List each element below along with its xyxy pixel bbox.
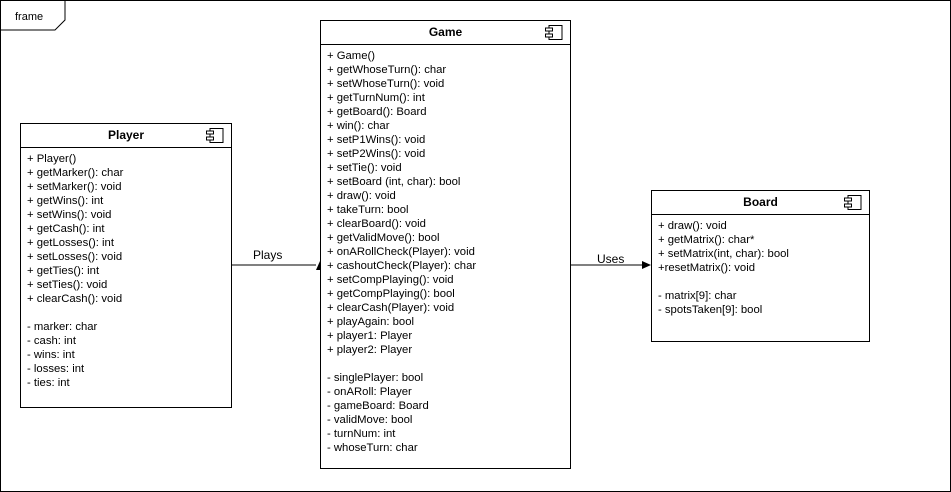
component-icon xyxy=(844,195,862,210)
method-row: + getTurnNum(): int xyxy=(327,92,425,104)
player-class-body: + Player() + getMarker(): char + setMarker… xyxy=(21,148,231,390)
board-class[interactable]: Board + draw(): void + getMatrix(): char*… xyxy=(651,190,870,342)
frame-tab xyxy=(1,1,66,31)
plays-label: Plays xyxy=(253,248,283,262)
player-class-name: Player xyxy=(107,128,145,142)
method-row: + clearCash(): void xyxy=(27,293,123,305)
method-row: + getLosses(): int xyxy=(27,237,114,249)
method-row: + setBoard (int, char): bool xyxy=(327,176,461,188)
attribute-row: - cash: int xyxy=(27,335,76,347)
method-row: + Game() xyxy=(327,50,376,62)
uses-label: Uses xyxy=(597,252,625,266)
frame-label: frame xyxy=(15,11,44,23)
attribute-row: - spotsTaken[9]: bool xyxy=(658,304,763,316)
method-row: + onARollCheck(Player): void xyxy=(327,246,475,258)
method-row: + draw(): void xyxy=(327,190,396,202)
attribute-row: - gameBoard: Board xyxy=(327,400,429,412)
method-row: + getBoard(): Board xyxy=(327,106,427,118)
game-class-header: Game xyxy=(321,21,570,45)
board-class-header: Board xyxy=(652,191,869,215)
method-row: + setTies(): void xyxy=(27,279,108,291)
game-attributes: - singlePlayer: bool - onARoll: Player - g… xyxy=(327,371,564,455)
method-row: + setWins(): void xyxy=(27,209,112,221)
attribute-row: - onARoll: Player xyxy=(327,386,412,398)
attribute-row: - validMove: bool xyxy=(327,414,413,426)
player-class[interactable]: Player + Player() + getMarker(): char + se… xyxy=(20,123,232,408)
method-row: + getMatrix(): char* xyxy=(658,234,755,246)
game-methods: + Game() + getWhoseTurn(): char + setWhose… xyxy=(327,49,564,357)
method-row: + setCompPlaying(): void xyxy=(327,274,454,286)
method-row: + setWhoseTurn(): void xyxy=(327,78,445,90)
method-row: + getWhoseTurn(): char xyxy=(327,64,447,76)
board-methods: + draw(): void + getMatrix(): char* + setM… xyxy=(658,219,863,275)
attribute-row: - matrix[9]: char xyxy=(658,290,737,302)
attribute-row: - marker: char xyxy=(27,321,98,333)
method-row: + getMarker(): char xyxy=(27,167,124,179)
method-row: + getTies(): int xyxy=(27,265,100,277)
game-class-body: + Game() + getWhoseTurn(): char + setWhose… xyxy=(321,45,570,455)
method-row: + setMatrix(int, char): bool xyxy=(658,248,789,260)
method-row: + setMarker(): void xyxy=(27,181,122,193)
method-row: + Player() xyxy=(27,153,77,165)
method-row: + getCash(): int xyxy=(27,223,105,235)
method-row: + player2: Player xyxy=(327,344,413,356)
attribute-row: - singlePlayer: bool xyxy=(327,372,424,384)
uses-arrowhead xyxy=(642,261,651,269)
board-attributes: - matrix[9]: char - spotsTaken[9]: bool xyxy=(658,289,863,317)
method-row: + setP1Wins(): void xyxy=(327,134,426,146)
method-row: + draw(): void xyxy=(658,220,727,232)
method-row: +resetMatrix(): void xyxy=(658,262,755,274)
method-row: + win(): char xyxy=(327,120,390,132)
game-class[interactable]: Game + Game() + getWhoseTurn(): char + set… xyxy=(320,20,571,469)
player-class-header: Player xyxy=(21,124,231,148)
game-class-name: Game xyxy=(428,25,463,39)
attribute-row: - losses: int xyxy=(27,363,85,375)
board-class-body: + draw(): void + getMatrix(): char* + setM… xyxy=(652,215,869,317)
method-row: + clearCash(Player): void xyxy=(327,302,455,314)
method-row: + getValidMove(): bool xyxy=(327,232,440,244)
method-row: + playAgain: bool xyxy=(327,316,414,328)
attribute-row: - whoseTurn: char xyxy=(327,442,418,454)
player-methods: + Player() + getMarker(): char + setMarker… xyxy=(27,152,225,306)
method-row: + getWins(): int xyxy=(27,195,104,207)
component-icon xyxy=(206,128,224,143)
board-class-name: Board xyxy=(743,195,778,209)
component-icon xyxy=(545,25,563,40)
method-row: + setP2Wins(): void xyxy=(327,148,426,160)
method-row: + clearBoard(): void xyxy=(327,218,426,230)
method-row: + setLosses(): void xyxy=(27,251,123,263)
attribute-row: - ties: int xyxy=(27,377,70,389)
method-row: + player1: Player xyxy=(327,330,413,342)
method-row: + setTie(): void xyxy=(327,162,402,174)
method-row: + takeTurn: bool xyxy=(327,204,409,216)
method-row: + getCompPlaying(): bool xyxy=(327,288,455,300)
attribute-row: - turnNum: int xyxy=(327,428,396,440)
player-attributes: - marker: char - cash: int - wins: int - lo… xyxy=(27,320,225,390)
attribute-row: - wins: int xyxy=(27,349,75,361)
method-row: + cashoutCheck(Player): char xyxy=(327,260,477,272)
